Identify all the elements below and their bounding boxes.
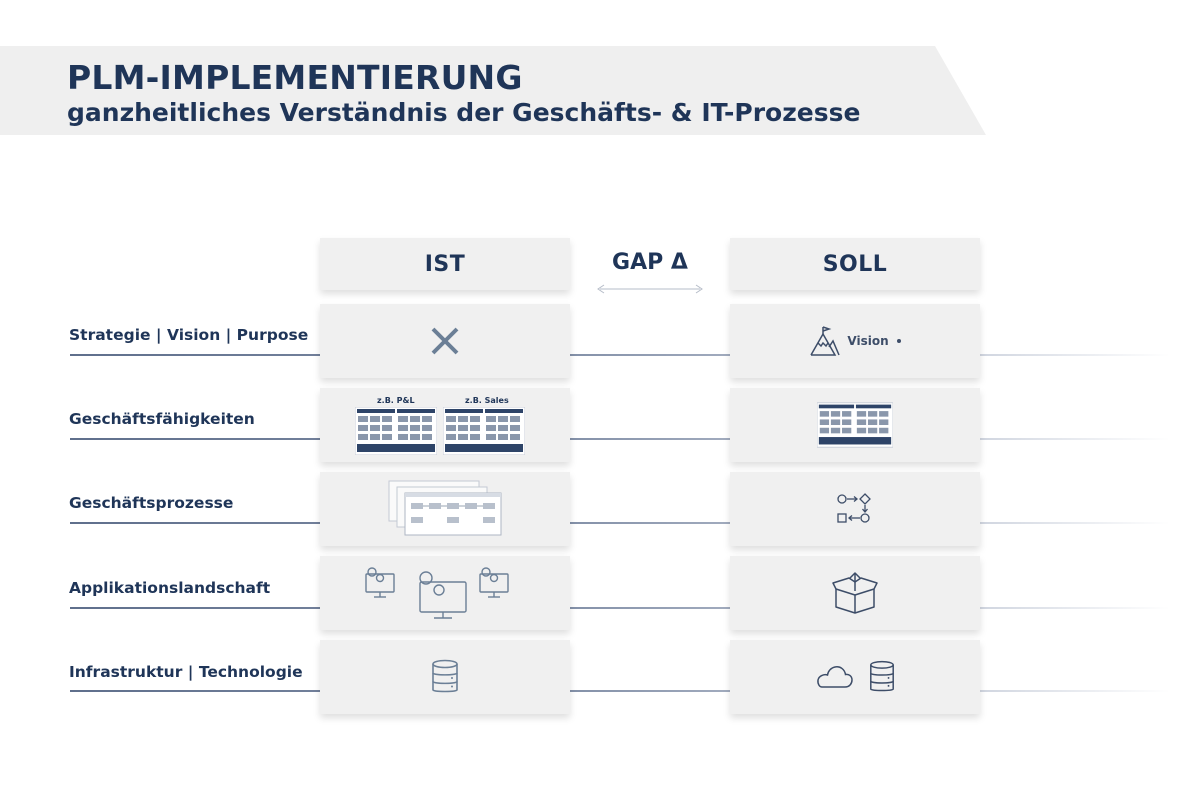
soll-header-label: SOLL xyxy=(822,251,888,277)
cloud-icon xyxy=(817,666,853,688)
box-upload-icon xyxy=(832,572,878,614)
vision-bullet-dot xyxy=(896,339,901,343)
gap-header-label: GAP Δ xyxy=(612,250,688,275)
page-title: PLM-IMPLEMENTIERUNG xyxy=(67,58,523,97)
row-label-geschaeftsfaehigkeiten: Geschäftsfähigkeiten xyxy=(69,410,255,428)
gap-double-arrow-icon xyxy=(597,284,703,294)
database-icon xyxy=(870,660,894,692)
ist-header-label: IST xyxy=(424,251,466,277)
soll-cell-geschaeftsprozesse xyxy=(730,472,980,546)
database-icon xyxy=(432,659,458,693)
capability-map-sales xyxy=(443,407,525,455)
capability-map-thumbnails: z.B. P&L z.B. Sales xyxy=(355,394,535,456)
capability-map-thumbnail xyxy=(817,402,893,448)
process-screenshot-stack xyxy=(388,480,502,536)
row-divider xyxy=(70,607,1170,609)
soll-column-header: SOLL xyxy=(730,238,980,290)
row-label-applikationslandschaft: Applikationslandschaft xyxy=(69,579,271,597)
monitor-gears-icon xyxy=(365,567,509,619)
soll-cell-applikationslandschaft xyxy=(730,556,980,630)
ist-cell-infrastruktur xyxy=(320,640,570,714)
ist-column-header: IST xyxy=(320,238,570,290)
vision-caption: Vision xyxy=(847,334,889,348)
row-divider xyxy=(70,438,1170,440)
soll-cell-geschaeftsfaehigkeiten xyxy=(730,388,980,462)
x-icon xyxy=(431,327,459,355)
mountain-flag-icon xyxy=(810,326,841,356)
row-label-strategie: Strategie | Vision | Purpose xyxy=(69,326,309,344)
header-banner xyxy=(0,46,986,135)
process-flow-icon xyxy=(837,493,871,523)
ist-cell-geschaeftsprozesse xyxy=(320,472,570,546)
soll-cell-infrastruktur xyxy=(730,640,980,714)
row-divider xyxy=(70,690,1170,692)
capability-caption-pl: z.B. P&L xyxy=(377,396,415,405)
row-label-infrastruktur: Infrastruktur | Technologie xyxy=(69,663,303,681)
ist-cell-strategie xyxy=(320,304,570,378)
capability-caption-sales: z.B. Sales xyxy=(465,396,509,405)
capability-map-pl xyxy=(355,407,437,455)
row-divider xyxy=(70,522,1170,524)
ist-cell-applikationslandschaft xyxy=(320,556,570,630)
ist-cell-geschaeftsfaehigkeiten: z.B. P&L z.B. Sales xyxy=(320,388,570,462)
page-subtitle: ganzheitliches Verständnis der Geschäfts… xyxy=(67,98,861,127)
row-divider xyxy=(70,354,1170,356)
row-label-geschaeftsprozesse: Geschäftsprozesse xyxy=(69,494,234,512)
soll-cell-strategie: Vision xyxy=(730,304,980,378)
